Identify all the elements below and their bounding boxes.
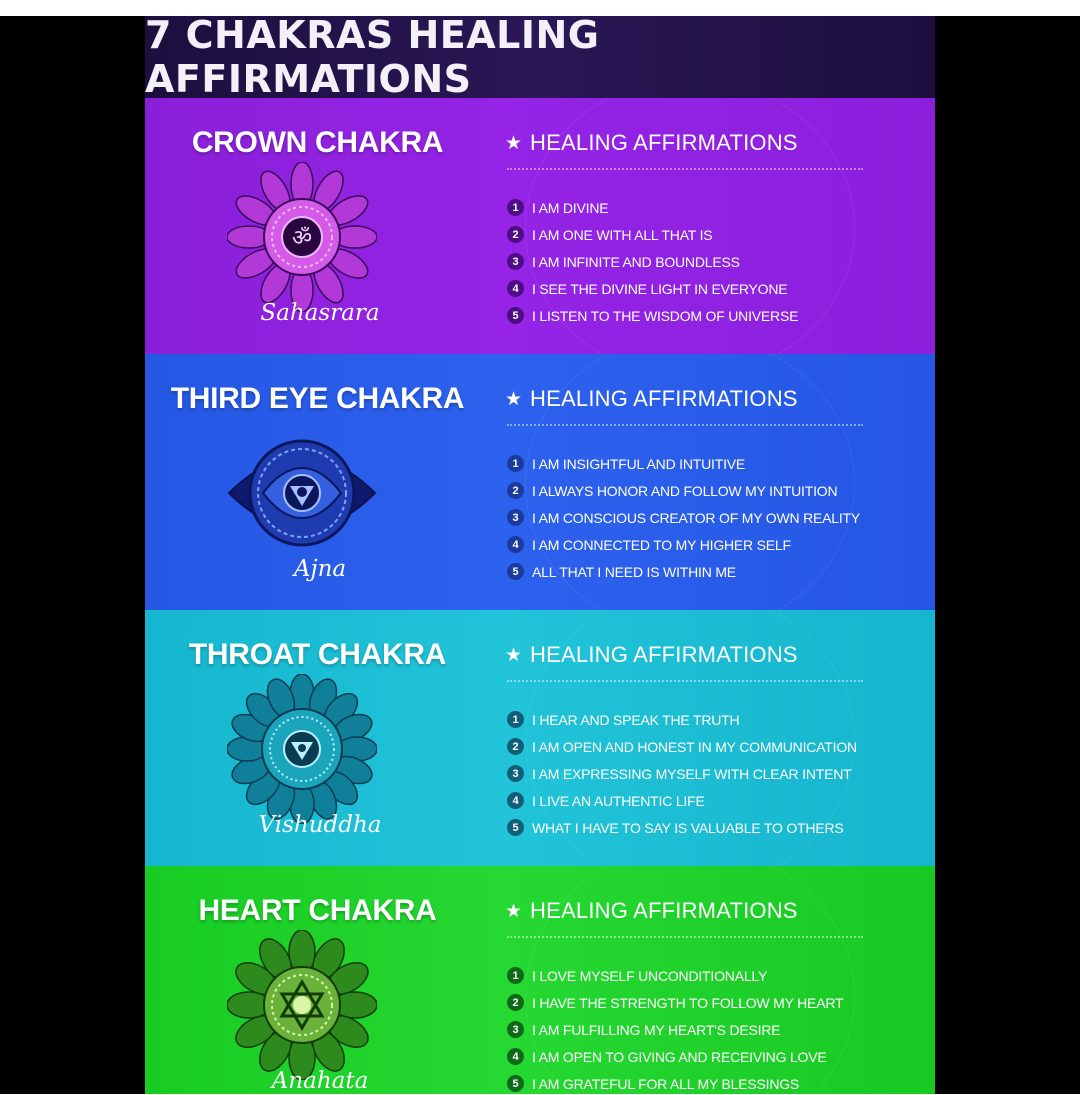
affirmations-heading: ★ HEALING AFFIRMATIONS (505, 130, 798, 155)
star-icon: ★ (505, 132, 523, 154)
crown-chakra-section: CROWN CHAKRA (145, 98, 935, 354)
star-icon: ★ (505, 900, 523, 922)
top-frame-strip (0, 0, 1080, 16)
chakra-poster: 7 CHAKRAS HEALING AFFIRMATIONS CROWN CHA… (145, 16, 935, 1095)
sanskrit-name: Anahata (271, 1068, 369, 1094)
third-eye-chakra-mandala-icon (227, 439, 377, 547)
chakra-name: THIRD EYE CHAKRA (170, 382, 465, 415)
heart-chakra-mandala-icon (227, 930, 377, 1080)
sanskrit-name: Sahasrara (260, 300, 380, 326)
dotted-divider (507, 168, 863, 170)
chakra-name: HEART CHAKRA (198, 894, 437, 927)
star-icon: ★ (505, 644, 523, 666)
throat-chakra-section: THROAT CHAKRA (145, 610, 935, 866)
chakra-name: THROAT CHAKRA (188, 638, 447, 671)
affirmations-heading: ★ HEALING AFFIRMATIONS (505, 386, 798, 411)
dotted-divider (507, 424, 863, 426)
sanskrit-name: Vishuddha (258, 812, 382, 838)
star-icon: ★ (505, 388, 523, 410)
affirmations-heading: ★ HEALING AFFIRMATIONS (505, 898, 798, 923)
sanskrit-name: Ajna (293, 556, 347, 582)
poster-title: 7 CHAKRAS HEALING AFFIRMATIONS (145, 16, 600, 101)
title-bar: 7 CHAKRAS HEALING AFFIRMATIONS (145, 16, 935, 101)
heart-chakra-section: HEART CHAKRA Anahata (145, 866, 935, 1095)
chakra-name: CROWN CHAKRA (191, 126, 444, 159)
dotted-divider (507, 936, 863, 938)
affirmations-heading: ★ HEALING AFFIRMATIONS (505, 642, 798, 667)
svg-text:ॐ: ॐ (292, 226, 312, 251)
throat-chakra-mandala-icon (227, 674, 377, 824)
third-eye-chakra-section: THIRD EYE CHAKRA Ajna ★ HEALING AFFIRMAT… (145, 354, 935, 610)
dotted-divider (507, 680, 863, 682)
crown-chakra-mandala-icon: ॐ (227, 162, 377, 312)
